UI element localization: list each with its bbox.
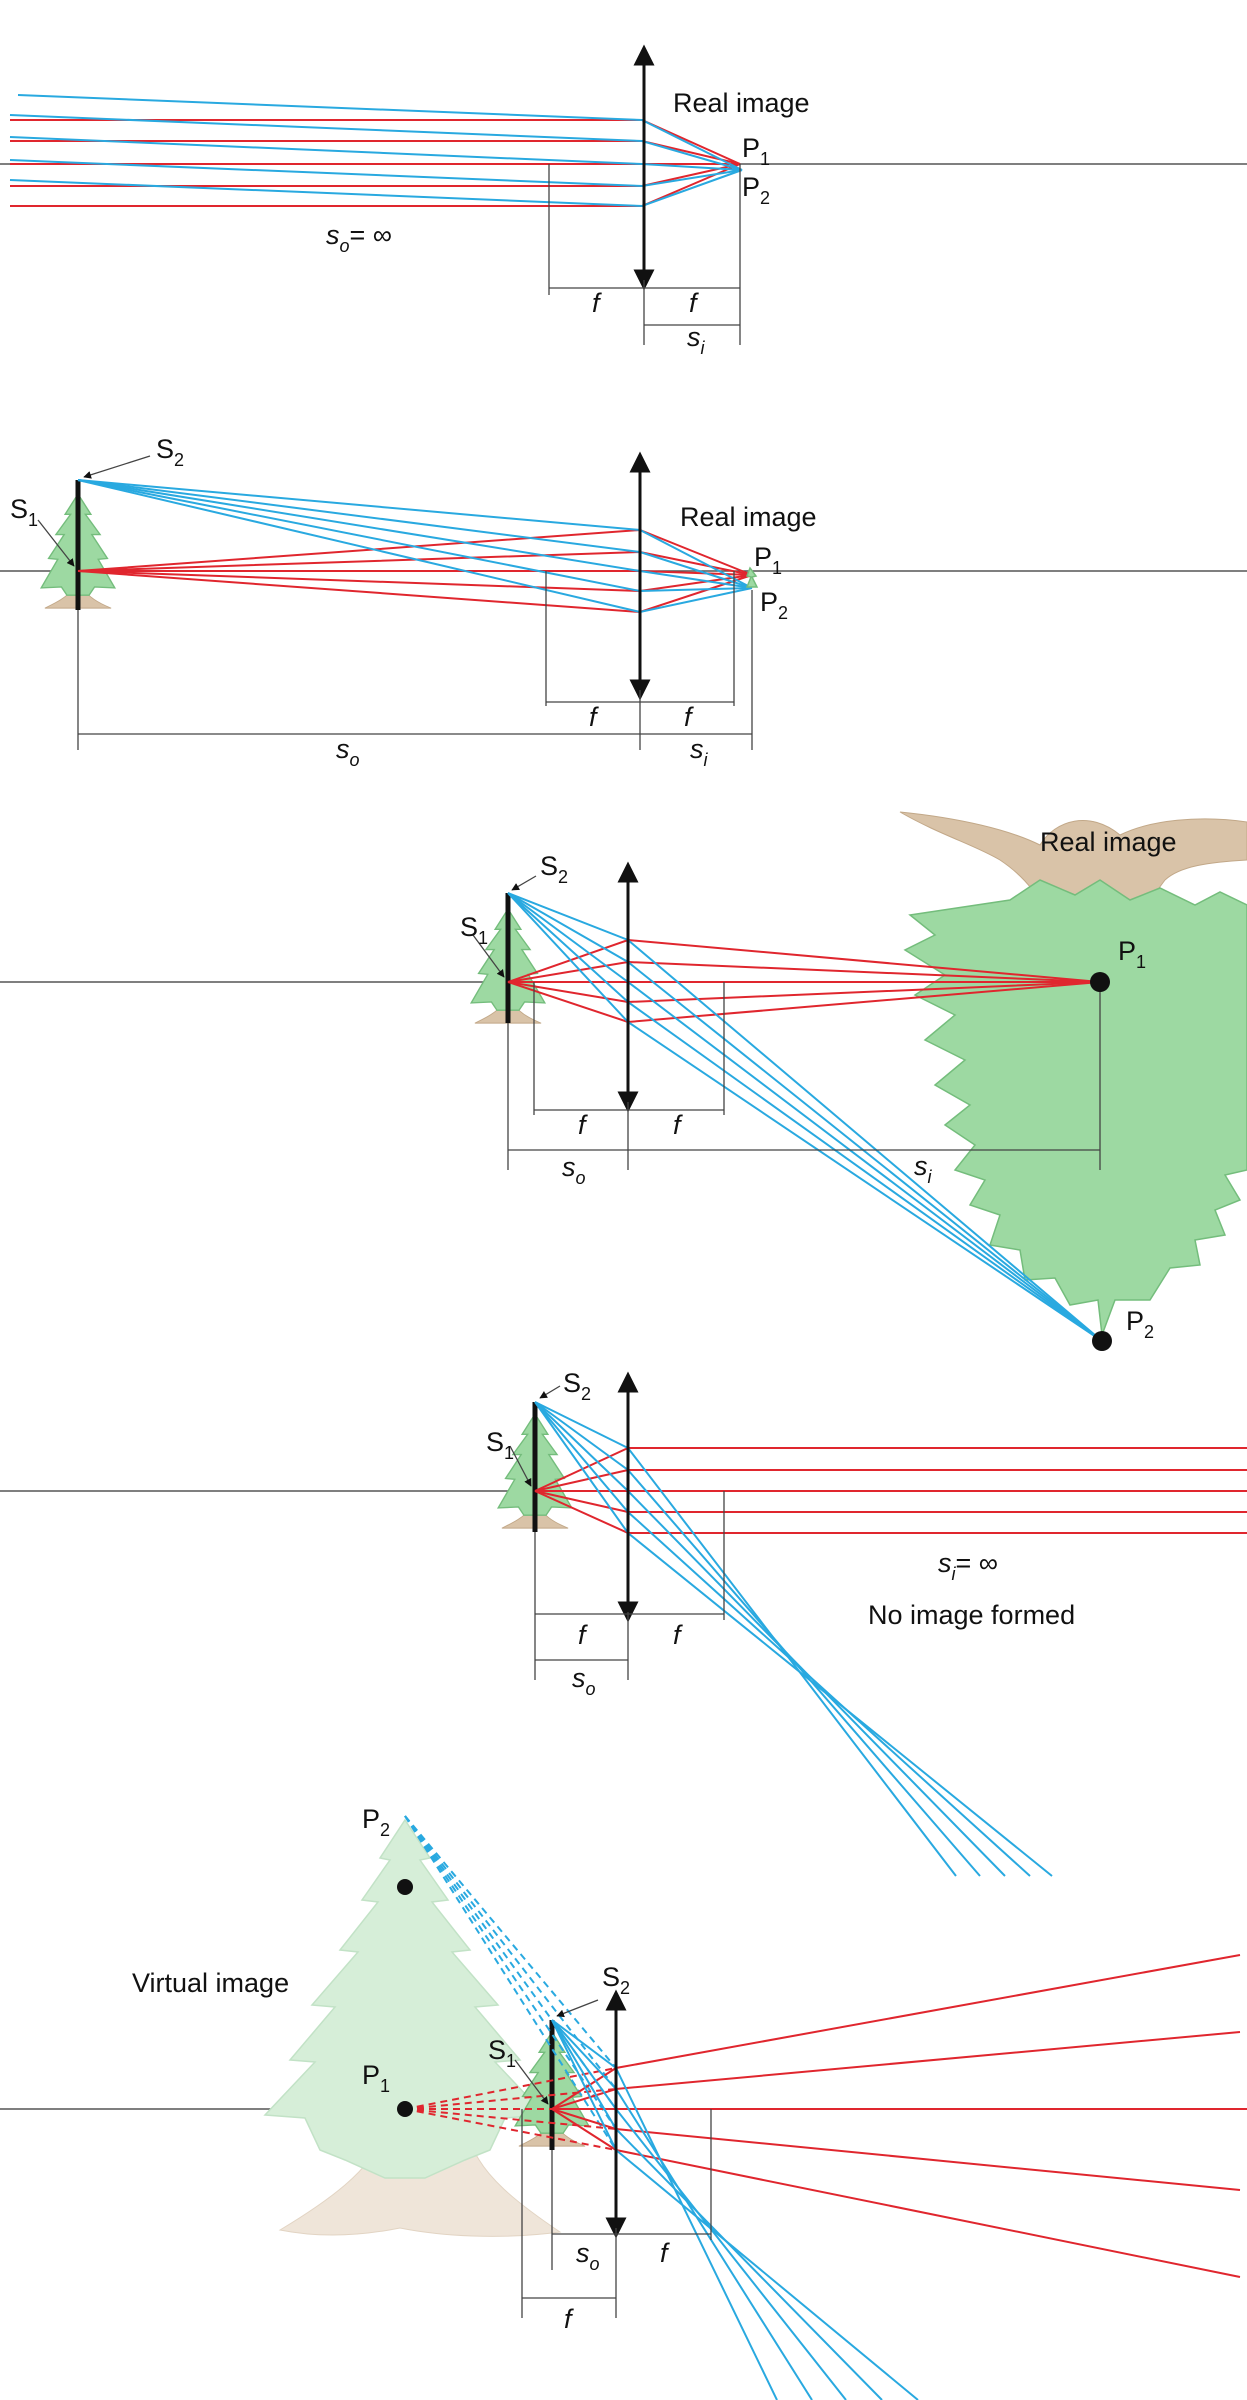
image-distance-label: si [914, 1151, 933, 1187]
s1-pointer [509, 1445, 532, 1487]
image-distance-label: si [690, 734, 709, 770]
focal-length-bottom: f [564, 2304, 574, 2334]
panel-2-object-beyond-2f: Real image S2 S1 P1 P2 f f so si [0, 434, 1247, 770]
focal-length-left: f [578, 1620, 588, 1650]
focal-length-right: f [673, 1110, 683, 1140]
s1-label: S1 [460, 912, 488, 948]
image-point-p2 [1092, 1331, 1112, 1351]
no-image-label: No image formed [868, 1600, 1075, 1630]
focal-length-right: f [673, 1620, 683, 1650]
image-distance-label: si [687, 322, 706, 358]
real-image-label: Real image [680, 502, 817, 532]
focal-length-right: f [689, 288, 699, 318]
image-tree-large [899, 811, 1247, 1336]
focal-length-left: f [578, 1110, 588, 1140]
object-distance-label: so [572, 1663, 596, 1699]
p1-label: P1 [742, 133, 770, 169]
rays-from-s2 [77, 479, 753, 614]
dimension-lines [548, 164, 741, 345]
p1-label: P1 [1118, 936, 1146, 972]
dimension-lines [521, 2109, 712, 2318]
real-image-label: Real image [1040, 827, 1177, 857]
object-distance-label: so [336, 734, 360, 770]
image-tree-small [745, 566, 759, 588]
virtual-point-p2 [397, 1879, 413, 1895]
s2-pointer [83, 455, 151, 479]
image-distance-infinity: si= ∞ [938, 1548, 998, 1584]
virtual-point-p1 [397, 2101, 413, 2117]
s2-pointer [511, 875, 537, 891]
p1-label: P1 [754, 542, 782, 578]
dimension-lines [507, 982, 1101, 1170]
s1-label: S1 [488, 2035, 516, 2071]
s1-label: S1 [486, 1427, 514, 1463]
s2-label: S2 [563, 1368, 591, 1404]
virtual-image-tree [263, 1818, 562, 2237]
incoming-rays-blue [9, 94, 743, 208]
rays-from-s1 [551, 1954, 1247, 2278]
s2-pointer [556, 1999, 599, 2018]
focal-length-right: f [684, 702, 694, 732]
p2-label: P2 [1126, 1306, 1154, 1342]
s2-pointer [539, 1385, 561, 1399]
p2-label: P2 [742, 172, 770, 208]
s1-pointer [514, 2059, 549, 2105]
object-distance-label: so [562, 1152, 586, 1188]
panel-1-object-at-infinity: Real image P1 P2 so= ∞ f f si [0, 44, 1247, 358]
panel-4-object-at-focal-point: S2 S1 f f so si= ∞ No image formed [0, 1368, 1247, 1877]
object-distance-label: so [576, 2238, 600, 2274]
p1-label: P1 [362, 2060, 390, 2096]
dimension-lines [77, 571, 753, 750]
panel-5-object-inside-focal-length: Virtual image P2 P1 S2 S1 so f f [0, 1804, 1247, 2400]
focal-length-right: f [660, 2238, 670, 2268]
focal-length-left: f [592, 288, 602, 318]
s1-label: S1 [10, 494, 38, 530]
rays-from-s1 [534, 1447, 1247, 1534]
s2-label: S2 [540, 851, 568, 887]
s2-label: S2 [602, 1962, 630, 1998]
virtual-image-label: Virtual image [132, 1968, 289, 1998]
object-distance-infinity: so= ∞ [326, 220, 392, 256]
image-point-p1 [1090, 972, 1110, 992]
s1-pointer [472, 934, 505, 978]
p2-label: P2 [362, 1804, 390, 1840]
s1-pointer [37, 519, 75, 567]
rays-from-s1 [77, 528, 753, 614]
focal-length-left: f [589, 702, 599, 732]
panel-3-object-between-f-and-2f: Real image S2 S1 P1 P2 f f so si [0, 811, 1247, 1351]
s2-label: S2 [156, 434, 184, 470]
dimension-lines [534, 1491, 725, 1680]
p2-label: P2 [760, 587, 788, 623]
real-image-label: Real image [673, 88, 810, 118]
